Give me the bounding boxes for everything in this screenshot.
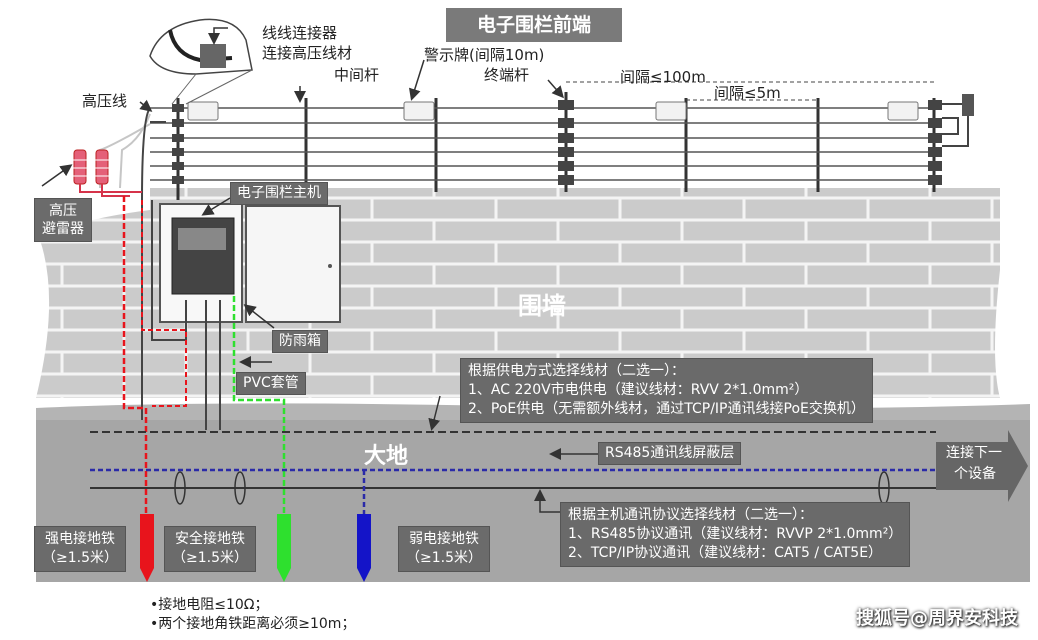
comm-option-2: 2、TCP/IP协议通讯（建议线材：CAT5 / CAT5E） (568, 545, 883, 561)
ground-label: 大地 (364, 444, 409, 469)
safety-ground-line2: （≥1.5米） (172, 550, 248, 566)
hv-line-label: 高压线 (82, 92, 128, 110)
wall-label: 围墙 (518, 292, 566, 320)
weak-ground-line2: （≥1.5米） (406, 550, 482, 566)
next-device-box: 连接下一 个设备 (936, 437, 1028, 495)
rain-box-label: 防雨箱 (272, 330, 328, 353)
rs485-shield-label: RS485通讯线屏蔽层 (598, 442, 742, 465)
watermark: 搜狐号@周界安科技 (856, 608, 1018, 629)
next-device-line1: 连接下一 (946, 445, 1002, 461)
interval-100m-label: 间隔≤100m (620, 68, 706, 86)
comm-heading: 根据主机通讯协议选择线材（二选一）： (568, 507, 813, 523)
connector-hv-label: 连接高压线材 (262, 44, 353, 62)
weak-ground-line1: 弱电接地铁 (409, 531, 479, 547)
power-supply-box: 根据供电方式选择线材（二选一）： 1、AC 220V市电供电（建议线材：RVV … (460, 358, 873, 423)
safety-ground-line1: 安全接地铁 (175, 531, 245, 547)
safety-ground-rod (277, 514, 291, 582)
strong-ground-line2: （≥1.5米） (42, 550, 118, 566)
comm-option-1: 1、RS485协议通讯（建议线材：RVVP 2*1.0mm²） (568, 526, 903, 542)
terminal-pole-label: 终端杆 (484, 66, 530, 84)
pvc-label: PVC套管 (236, 372, 306, 395)
arrester-line1: 高压 (49, 203, 77, 219)
power-option-1: 1、AC 220V市电供电（建议线材：RVV 2*1.0mm²） (468, 382, 809, 398)
weak-ground-rod (357, 514, 371, 582)
next-device-line2: 个设备 (954, 466, 996, 482)
power-heading: 根据供电方式选择线材（二选一）： (468, 363, 685, 379)
next-device-arrow (936, 430, 1028, 502)
weak-ground-box: 弱电接地铁 （≥1.5米） (398, 526, 490, 572)
note-line2: •两个接地角铁距离必须≥10m； (150, 616, 356, 632)
connector-label: 线线连接器 (262, 24, 338, 42)
strong-ground-box: 强电接地铁 （≥1.5米） (34, 526, 126, 572)
strong-ground-line1: 强电接地铁 (45, 531, 115, 547)
diagram-title: 电子围栏前端 (446, 8, 622, 42)
interval-5m-label: 间隔≤5m (714, 84, 781, 102)
arrester-line2: 避雷器 (42, 221, 84, 237)
notes: •接地电阻≤10Ω； •两个接地角铁距离必须≥10m； (150, 596, 355, 634)
strong-ground-rod (140, 514, 154, 582)
safety-ground-box: 安全接地铁 （≥1.5米） (164, 526, 256, 572)
power-option-2: 2、PoE供电（无需额外线材，通过TCP/IP通讯线接PoE交换机） (468, 401, 865, 417)
rain-box (245, 205, 341, 323)
note-line1: •接地电阻≤10Ω； (150, 597, 269, 613)
host-label: 电子围栏主机 (230, 182, 328, 205)
warning-sign-label: 警示牌(间隔10m) (424, 46, 545, 64)
comm-protocol-box: 根据主机通讯协议选择线材（二选一）： 1、RS485协议通讯（建议线材：RVVP… (560, 502, 911, 567)
arrester-box: 高压 避雷器 (34, 198, 92, 242)
middle-pole-label: 中间杆 (334, 66, 380, 84)
